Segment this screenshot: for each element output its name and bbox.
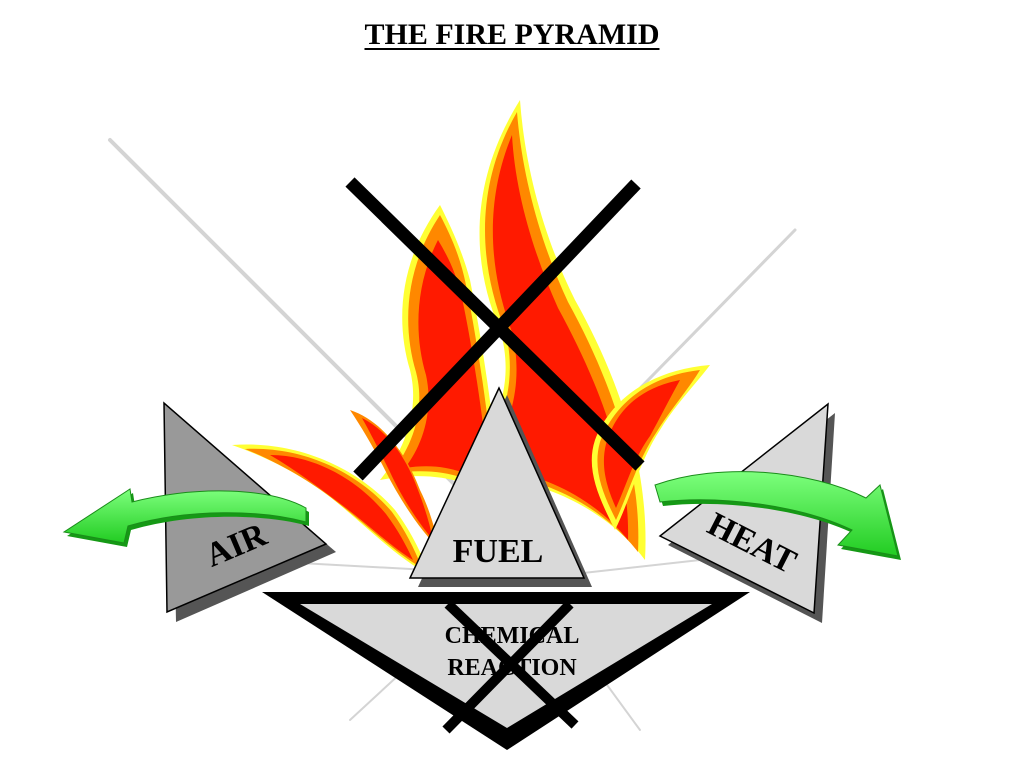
- fuel-triangle: FUEL: [408, 386, 592, 587]
- fuel-label: FUEL: [453, 533, 544, 570]
- flame-right-inner: [603, 380, 680, 508]
- chemical-reaction-triangle: CHEMICAL REACTION: [262, 592, 750, 750]
- chemical-cross-icon: [442, 600, 579, 734]
- flame-low-left-inner: [270, 455, 413, 560]
- flame-left-inner: [405, 240, 490, 488]
- chemical-label-line1: CHEMICAL: [445, 623, 580, 649]
- page-title: THE FIRE PYRAMID: [364, 18, 660, 51]
- heat-removal-arrow-icon: [654, 471, 901, 560]
- chemical-label-line2: REACTION: [447, 655, 577, 681]
- heat-triangle: HEAT: [658, 402, 835, 623]
- flame-cross-icon: [345, 177, 645, 481]
- air-removal-arrow-icon: [62, 488, 309, 547]
